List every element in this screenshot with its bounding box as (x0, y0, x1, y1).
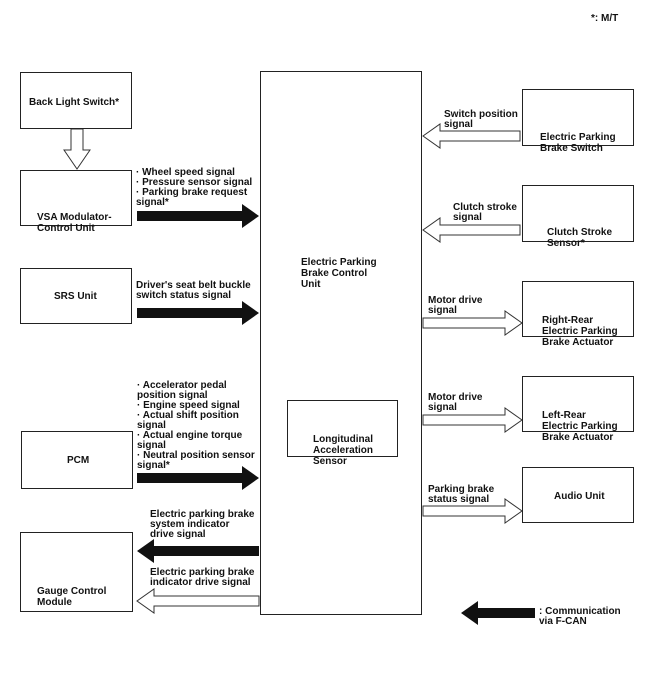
clutch-stroke-signal-label: Clutch stroke signal (453, 202, 517, 223)
long-accel-sensor-label: Longitudinal Acceleration Sensor (313, 434, 374, 467)
audio-unit-label: Audio Unit (554, 491, 605, 502)
audio-unit-box: Audio Unit (522, 467, 634, 523)
clutch-stroke-sensor-label: Clutch Stroke Sensor* (547, 227, 613, 249)
long-accel-sensor-box: Longitudinal Acceleration Sensor (287, 400, 398, 467)
footnote: *: M/T (591, 13, 619, 24)
parking-brake-status-signal-label: Parking brake status signal (428, 484, 495, 505)
gauge-indicator-signal-label: Electric parking brake system indicator … (150, 509, 255, 540)
left-rear-actuator-box: Left-Rear Electric Parking Brake Actuato… (522, 376, 634, 443)
srs-signal-label: Driver's seat belt buckle switch status … (136, 280, 251, 301)
vsa-modulator-box: VSA Modulator- Control Unit (20, 170, 132, 234)
motor-drive-left-signal-label: Motor drive signal (428, 392, 483, 413)
back-light-switch-box: Back Light Switch* (20, 72, 132, 129)
srs-unit-label: SRS Unit (54, 291, 97, 302)
right-rear-actuator-box: Right-Rear Electric Parking Brake Actuat… (522, 281, 634, 348)
hollow-arrow-epb-to-right-rear (422, 310, 523, 336)
clutch-stroke-sensor-box: Clutch Stroke Sensor* (522, 185, 634, 249)
hollow-arrow-switch-to-epb (422, 123, 521, 149)
left-rear-actuator-label: Left-Rear Electric Parking Brake Actuato… (542, 410, 618, 443)
epb-control-unit-label: Electric Parking Brake Control Unit (301, 257, 377, 290)
pcm-signals-label: · Accelerator pedal position signal · En… (137, 380, 255, 471)
gauge-brake-indicator-signal-label: Electric parking brake indicator drive s… (150, 567, 255, 588)
pcm-box: PCM (21, 431, 133, 489)
vsa-modulator-label: VSA Modulator- Control Unit (37, 212, 112, 234)
legend-solid-arrow (461, 601, 535, 625)
back-light-switch-label: Back Light Switch* (29, 97, 120, 108)
pcm-label: PCM (67, 455, 90, 466)
switch-position-signal-label: Switch position signal (444, 109, 518, 130)
solid-arrow-vsa-to-epb (137, 204, 259, 228)
epb-control-unit-box: Electric Parking Brake Control Unit (260, 71, 422, 615)
gauge-control-box: Gauge Control Module (20, 532, 133, 612)
legend-communication-label: : Communication via F-CAN (539, 606, 621, 627)
hollow-arrow-epb-to-gauge (136, 588, 260, 614)
solid-arrow-epb-to-gauge (137, 539, 259, 563)
solid-arrow-srs-to-epb (137, 301, 259, 325)
hollow-arrow-clutch-to-epb (422, 217, 521, 243)
vsa-signals-label: · Wheel speed signal · Pressure sensor s… (136, 167, 253, 208)
epb-switch-box: Electric Parking Brake Switch (522, 89, 634, 154)
right-rear-actuator-label: Right-Rear Electric Parking Brake Actuat… (542, 315, 618, 348)
solid-arrow-pcm-to-epb (137, 466, 259, 490)
motor-drive-right-signal-label: Motor drive signal (428, 295, 483, 316)
hollow-arrow-epb-to-left-rear (422, 407, 523, 433)
srs-unit-box: SRS Unit (20, 268, 132, 324)
hollow-arrow-backlight-to-vsa (63, 128, 91, 170)
hollow-arrow-epb-to-audio (422, 498, 523, 524)
gauge-control-label: Gauge Control Module (37, 586, 107, 608)
epb-switch-label: Electric Parking Brake Switch (540, 132, 616, 154)
